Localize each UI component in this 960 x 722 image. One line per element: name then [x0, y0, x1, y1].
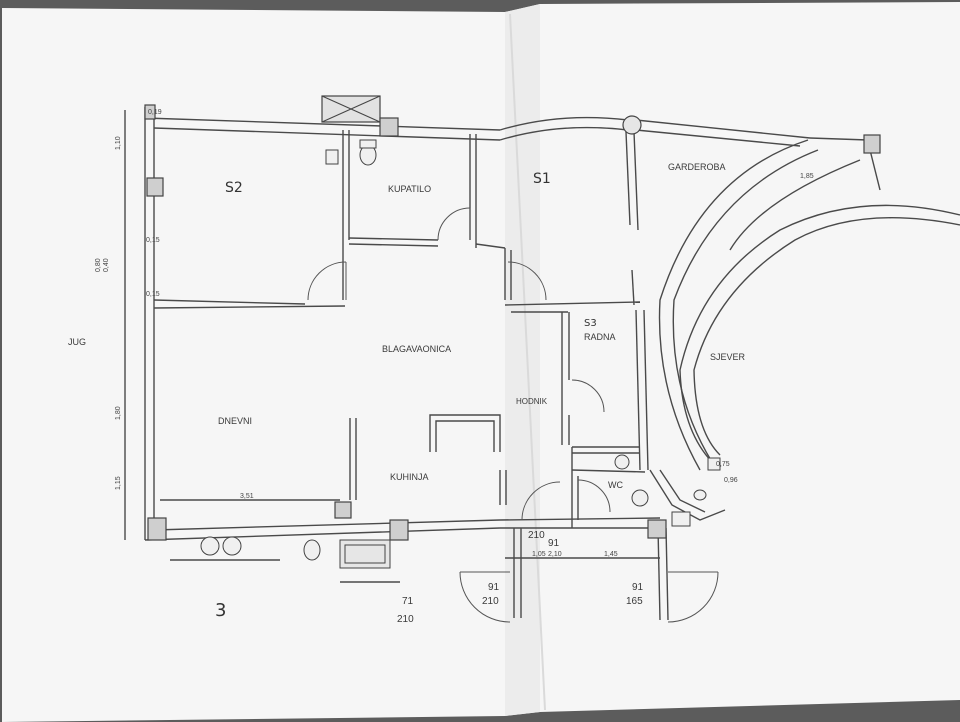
door-dim-entry-right-height: 165: [626, 596, 643, 607]
room-label-garderoba: GARDEROBA: [668, 162, 726, 172]
room-label-blagavaonica: BLAGAVAONICA: [382, 344, 451, 354]
dim-a1: 1,10: [115, 136, 122, 150]
dim-curve-b: 0,75: [716, 461, 730, 468]
room-label-s2: S2: [225, 180, 243, 196]
door-dim-entry-left-height: 210: [482, 596, 499, 607]
room-label-wc: WC: [608, 480, 623, 490]
dim-bottom-c: 1,45: [604, 551, 618, 558]
room-label-dnevni: DNEVNI: [218, 416, 252, 426]
dim-a3: 0,80: [95, 258, 102, 272]
dim-a4: 1,80: [115, 406, 122, 420]
sheet-number: 3: [215, 600, 226, 621]
dim-curve-c: 0,96: [724, 477, 738, 484]
orientation-label-jug: JUG: [68, 337, 86, 347]
dim-bottom-b: 2,10: [548, 551, 562, 558]
dim-a5: 1,15: [115, 476, 122, 490]
door-dim-bottom-height: 210: [397, 614, 414, 625]
room-label-sjever: SJEVER: [710, 352, 746, 362]
door-dim-entry-right-width: 91: [632, 582, 644, 593]
room-label-hodnik: HODNIK: [516, 397, 548, 406]
walls: [124, 107, 960, 621]
dim-h2: 0,15: [146, 291, 160, 298]
dim-curve-a: 1,85: [800, 173, 814, 180]
dim-a2: 0,40: [103, 258, 110, 272]
room-label-kuhinja: KUHINJA: [390, 472, 429, 482]
door-dim-wc-width: 91: [548, 538, 560, 549]
structural-columns: [144, 95, 881, 541]
room-label-s3: S3: [584, 318, 597, 329]
fixtures: [200, 139, 721, 561]
door-dim-entry-left-width: 91: [488, 582, 500, 593]
room-label-kupatilo: KUPATILO: [388, 184, 431, 194]
room-label-s1: S1: [533, 171, 551, 187]
dim-top-left: 0,19: [148, 109, 162, 116]
dim-bottom-a: 1,05: [532, 551, 546, 558]
door-dim-wc-height: 210: [528, 530, 545, 541]
door-swings: [307, 207, 719, 623]
dim-h1: 0,15: [146, 237, 160, 244]
dim-width-s2: 3,51: [240, 493, 254, 500]
room-label-radna: RADNA: [584, 332, 616, 342]
door-dim-bottom-width: 71: [402, 596, 414, 607]
